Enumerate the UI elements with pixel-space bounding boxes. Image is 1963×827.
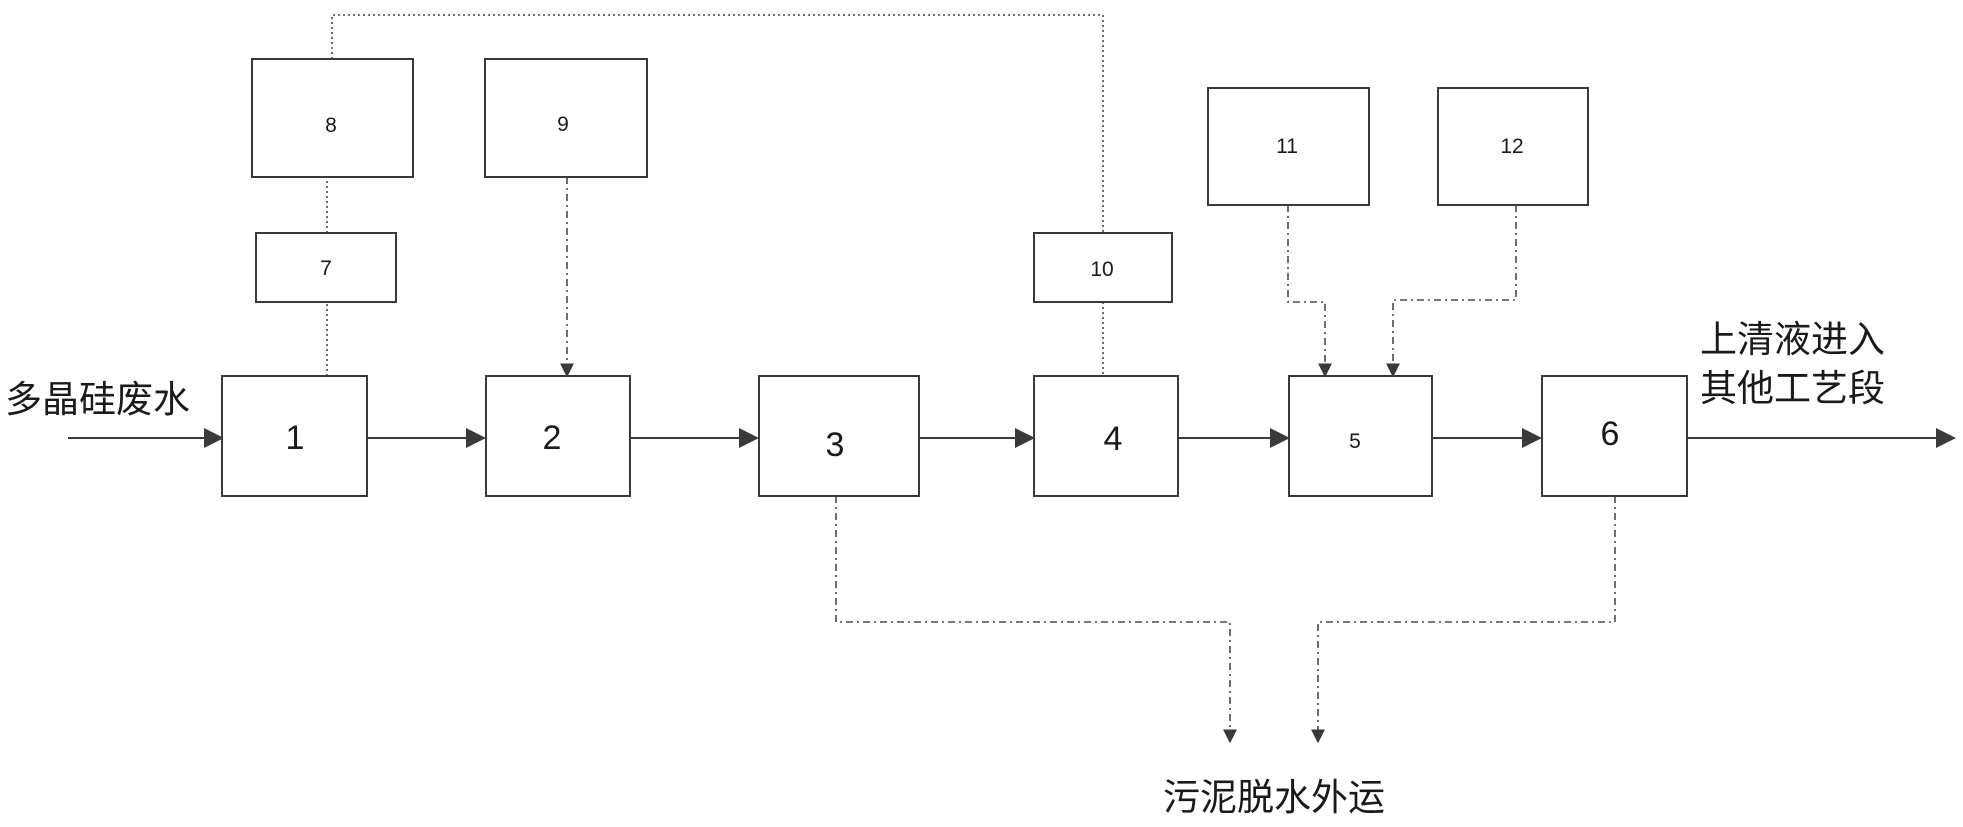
unit-10: 10 bbox=[1033, 232, 1173, 303]
unit-12: 12 bbox=[1437, 87, 1589, 206]
unit-3-label: 3 bbox=[826, 426, 845, 464]
unit-5-label: 5 bbox=[1349, 430, 1361, 453]
unit-1-label: 1 bbox=[286, 419, 305, 457]
unit-11: 11 bbox=[1207, 87, 1370, 206]
link-8-to-10-top bbox=[331, 14, 1104, 233]
unit-3: 3 bbox=[758, 375, 920, 497]
sludge-label: 污泥脱水外运 bbox=[1163, 776, 1385, 819]
unit-6: 6 bbox=[1541, 375, 1688, 497]
unit-5: 5 bbox=[1288, 375, 1433, 497]
sludge-3-to-discharge bbox=[835, 496, 1237, 744]
unit-11-label: 11 bbox=[1276, 135, 1298, 158]
unit-12-label: 12 bbox=[1500, 135, 1523, 158]
unit-4-label: 4 bbox=[1104, 420, 1123, 458]
unit-7: 7 bbox=[255, 232, 397, 303]
unit-8-label: 8 bbox=[325, 114, 337, 137]
sludge-6-to-discharge bbox=[1311, 496, 1616, 744]
dose-11-to-5 bbox=[1287, 205, 1332, 378]
unit-7-label: 7 bbox=[320, 257, 332, 280]
unit-9-label: 9 bbox=[557, 113, 569, 136]
unit-10-label: 10 bbox=[1090, 258, 1113, 281]
unit-1: 1 bbox=[221, 375, 368, 497]
unit-9: 9 bbox=[484, 58, 648, 178]
unit-8: 8 bbox=[251, 58, 414, 178]
unit-2: 2 bbox=[485, 375, 631, 497]
dose-12-to-5 bbox=[1386, 205, 1517, 378]
inlet-label: 多晶硅废水 bbox=[5, 378, 190, 421]
unit-4: 4 bbox=[1033, 375, 1179, 497]
outlet-label-line2: 其他工艺段 bbox=[1700, 367, 1885, 410]
outlet-label-line1: 上清液进入 bbox=[1700, 318, 1885, 361]
unit-6-label: 6 bbox=[1601, 415, 1620, 453]
unit-2-label: 2 bbox=[543, 419, 562, 457]
